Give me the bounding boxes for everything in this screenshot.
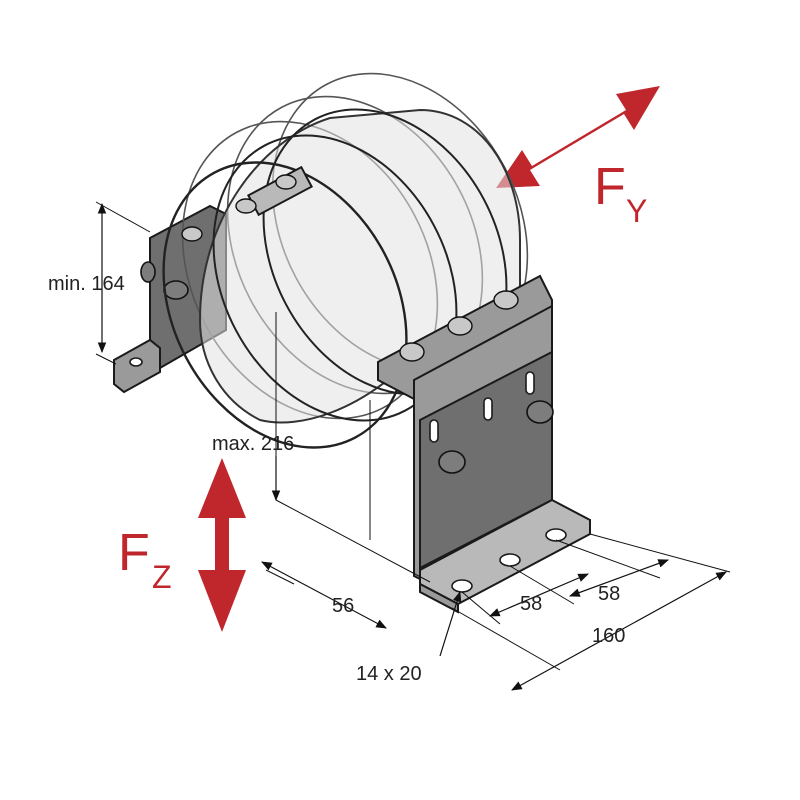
foot-slot-2 (499, 553, 521, 567)
dim-label-max-diameter: max. 216 (212, 433, 294, 455)
foot-slot-3 (545, 528, 567, 542)
force-arrow-fz (198, 458, 246, 632)
rear-bolt-icon (140, 261, 156, 283)
top-clamp-bolts (181, 165, 314, 242)
leader-slot-size (439, 590, 462, 657)
plate-slot-2 (483, 397, 493, 421)
plate-slot-1 (429, 419, 439, 443)
dim-line-depth (261, 561, 387, 629)
dim-label-slot-size: 14 x 20 (356, 663, 422, 685)
dim-label-depth: 56 (332, 595, 354, 617)
rear-slot-hole (129, 357, 143, 367)
side-nut-icon-1 (438, 450, 466, 474)
top-bolt-icon-2 (235, 198, 257, 214)
fy-main-letter: F (594, 158, 626, 216)
side-nut-icon-2 (526, 400, 554, 424)
dim-label-spacing-1: 58 (520, 593, 542, 615)
fz-subscript: Z (152, 559, 172, 595)
plate-slot-3 (525, 371, 535, 395)
top-bolt-icon-3 (181, 226, 203, 242)
rear-nut-icon (163, 280, 189, 300)
top-bolt-icon-1 (275, 174, 297, 190)
force-arrow-fy (496, 86, 660, 188)
fy-subscript: Y (626, 193, 647, 229)
fz-main-letter: F (118, 524, 150, 582)
ear-bolt-icon-3 (493, 290, 519, 310)
dim-label-spacing-2: 58 (598, 583, 620, 605)
front-bracket (377, 274, 591, 614)
ear-bolt-icon-2 (447, 316, 473, 336)
ear-bolt-icon-1 (399, 342, 425, 362)
dim-label-total-width: 160 (592, 625, 625, 647)
dim-label-min-height: min. 164 (48, 273, 125, 295)
force-label-fz: F Z (118, 524, 172, 595)
foot-slot-1 (451, 579, 473, 593)
dimension-lines (95, 201, 731, 691)
force-label-fy: F Y (594, 158, 647, 229)
dim-line-total-width (511, 571, 727, 691)
